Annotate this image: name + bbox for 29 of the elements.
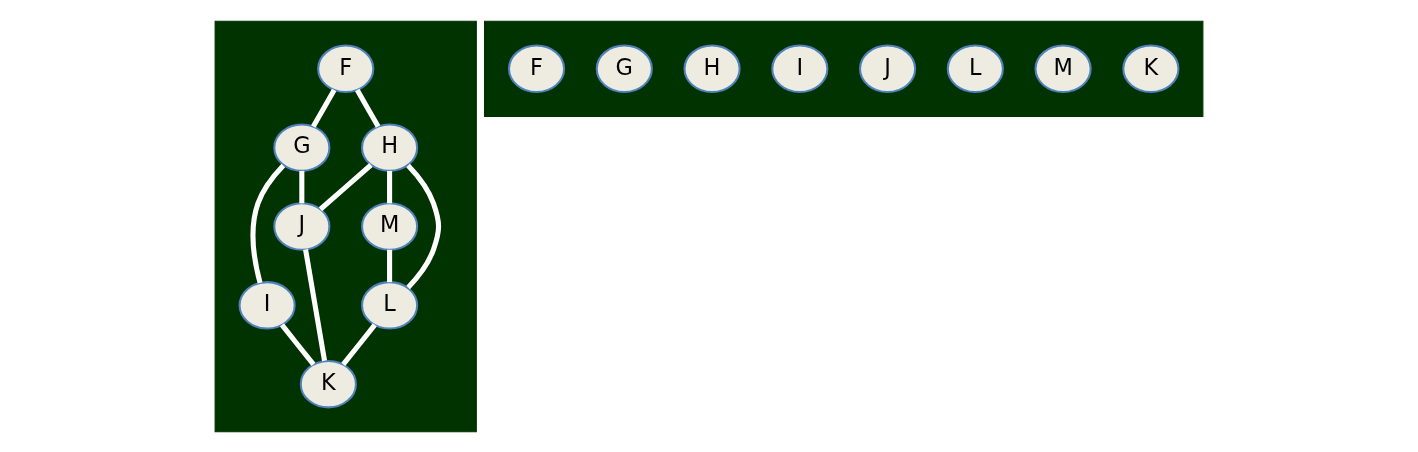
node-ellipse: I	[771, 44, 829, 93]
node-ellipse: J	[859, 44, 917, 93]
node-ellipse: M	[1034, 44, 1092, 93]
connector	[279, 322, 316, 366]
connector	[318, 162, 373, 211]
connector	[387, 170, 393, 203]
node-ellipse: G	[273, 122, 331, 172]
node-ellipse: F	[317, 44, 375, 93]
node-ellipse: L	[946, 44, 1004, 93]
node-ellipse: M	[361, 201, 419, 251]
connector	[311, 88, 337, 128]
connector	[303, 248, 328, 361]
node-ellipse: K	[299, 359, 357, 408]
node-ellipse: G	[595, 44, 653, 93]
connector	[387, 249, 393, 282]
node-ellipse: I	[238, 280, 296, 330]
connector	[250, 163, 286, 283]
connector	[299, 170, 305, 203]
node-ellipse: K	[1122, 44, 1180, 93]
node-ellipse: H	[361, 122, 419, 172]
cluster	[484, 20, 1204, 117]
connector	[406, 163, 442, 289]
connector	[355, 88, 381, 128]
node-ellipse: H	[683, 44, 741, 93]
connector	[341, 322, 377, 366]
cluster	[214, 20, 477, 432]
node-ellipse: J	[273, 201, 331, 251]
node-ellipse: L	[361, 280, 419, 330]
node-ellipse: F	[507, 44, 566, 93]
